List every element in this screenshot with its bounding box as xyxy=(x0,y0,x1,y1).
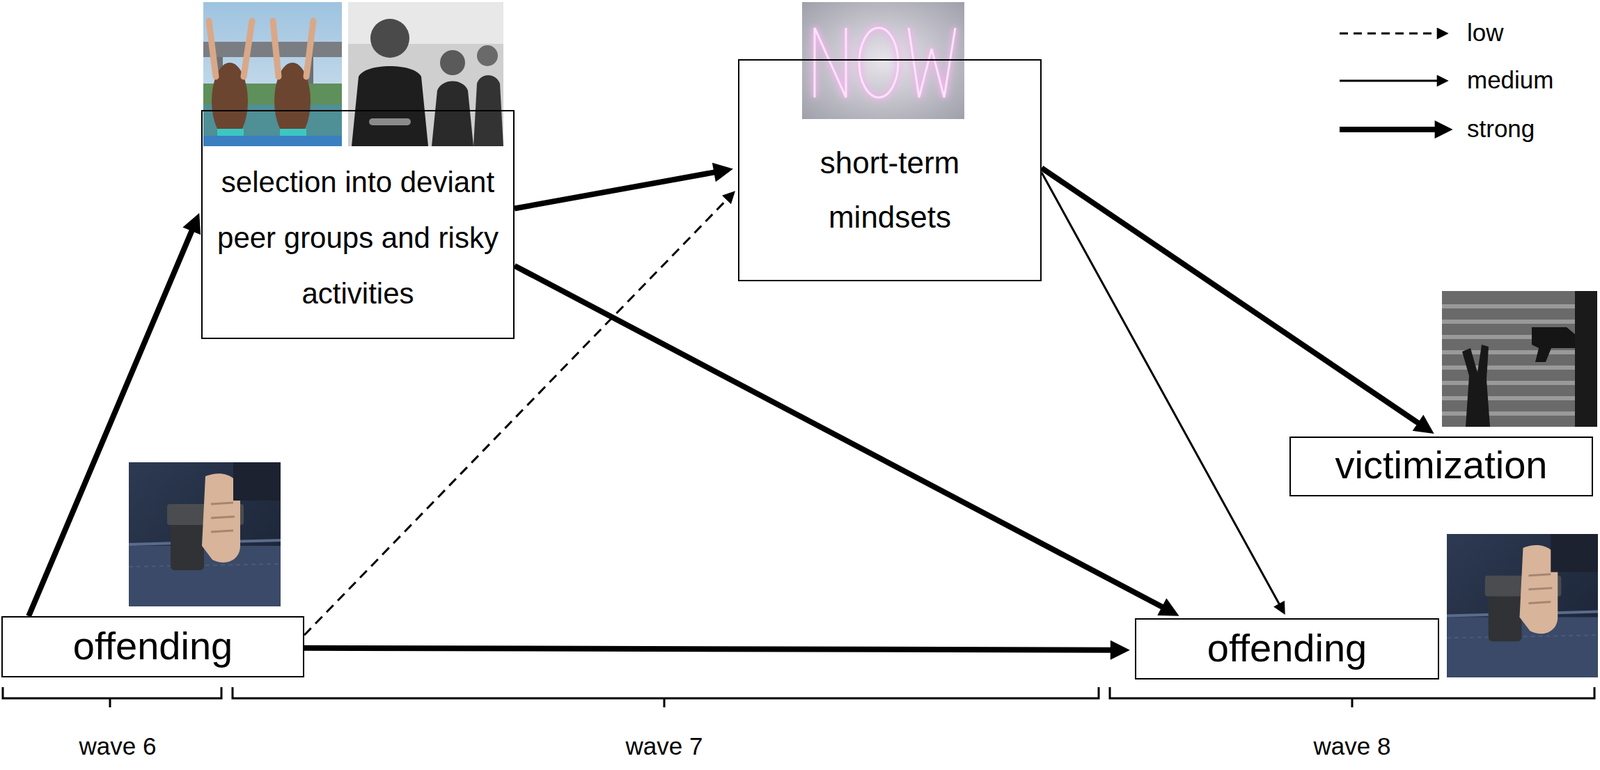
photo-gun xyxy=(1446,534,1598,678)
node-label: offending xyxy=(73,623,233,670)
arrow xyxy=(1041,172,1282,609)
legend-label: low xyxy=(1467,18,1504,47)
node-label: selection into deviant peer groups and r… xyxy=(209,154,507,322)
process-box: selection into deviant peer groups and r… xyxy=(201,110,515,340)
arrow xyxy=(514,265,1170,611)
arrow xyxy=(514,171,722,209)
photo-neon xyxy=(802,2,965,120)
photo-river xyxy=(203,2,342,147)
legend-samples xyxy=(1339,33,1442,130)
outcome-box: offending xyxy=(1,616,305,678)
process-box: short-term mindsets xyxy=(738,59,1042,282)
photo-shadow xyxy=(1441,291,1598,427)
node-label: victimization xyxy=(1335,442,1548,489)
photo-gun xyxy=(128,462,281,607)
node-label: offending xyxy=(1207,625,1367,672)
outcome-box: victimization xyxy=(1289,436,1594,497)
wave-label: wave 8 xyxy=(1313,732,1392,761)
legend-label: medium xyxy=(1467,66,1554,94)
photo-group xyxy=(348,2,504,147)
arrow xyxy=(28,224,195,617)
dashed-arrow xyxy=(304,196,731,636)
arrow xyxy=(1041,167,1425,427)
node-label: short-term mindsets xyxy=(774,135,1005,245)
wave-label: wave 7 xyxy=(625,732,704,761)
wave-label: wave 6 xyxy=(79,732,157,761)
arrow xyxy=(304,648,1119,651)
wave-brackets xyxy=(2,687,1595,708)
legend-label: strong xyxy=(1467,114,1535,143)
outcome-box: offending xyxy=(1134,618,1440,680)
